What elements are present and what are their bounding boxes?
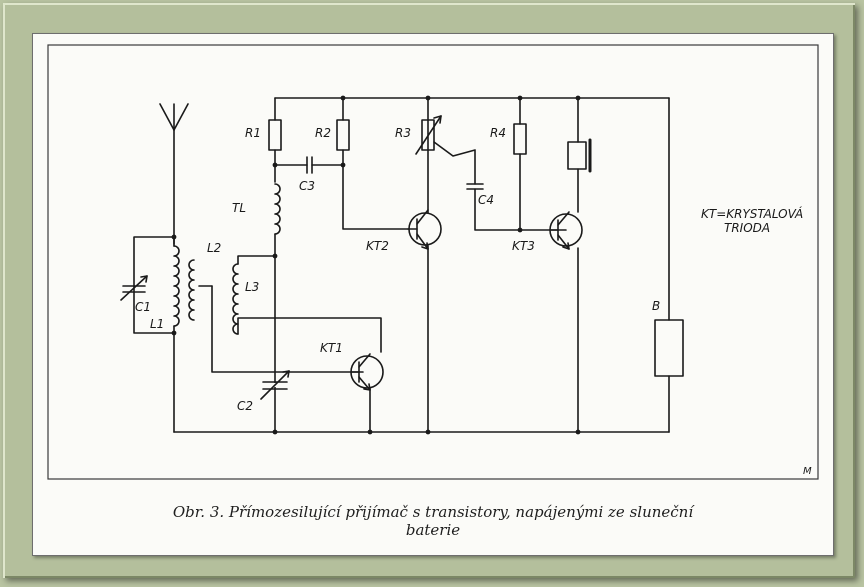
caption-line-1: Obr. 3. Přímozesilující přijímač s trans… [172, 503, 694, 521]
schematic-frame [47, 44, 819, 480]
label-r1: R1 [245, 126, 261, 140]
battery-b [654, 319, 684, 377]
label-kt3: KT3 [512, 239, 535, 253]
tank-loop-wire [133, 236, 175, 334]
earphone-icon [567, 138, 592, 173]
label-kt2: KT2 [366, 239, 389, 253]
resistor-r1 [268, 119, 282, 151]
coil-l3 [232, 263, 239, 335]
c4-to-kt3-wire [474, 188, 567, 231]
coil-l2 [188, 259, 195, 321]
circuit-schematic: R1 R2 R3 R4 C3 C4 TL KT2 KT3 L2 L3 C1 L1… [47, 44, 819, 480]
junction-dots [171, 95, 581, 435]
figure-sheet: R1 R2 R3 R4 C3 C4 TL KT2 KT3 L2 L3 C1 L1… [32, 33, 834, 556]
choke-tl [274, 183, 281, 235]
caption-line-2: baterie [405, 521, 461, 539]
transistor-kt3 [549, 211, 583, 250]
label-c2: C2 [237, 399, 253, 413]
l3-top-wire [237, 255, 276, 265]
potentiometer-r3 [421, 119, 435, 151]
l3-to-kt1-wire [237, 317, 382, 353]
r3-wiper-wire [433, 141, 476, 185]
resistor-r2 [336, 119, 350, 151]
label-b: B [652, 299, 660, 313]
label-kt1: KT1 [320, 341, 343, 355]
label-c1: C1 [135, 300, 151, 314]
note-line-2: TRIODA [724, 221, 770, 235]
label-l3: L3 [245, 280, 259, 294]
tap-to-base-wire [211, 285, 364, 373]
transistor-kt2 [407, 209, 442, 250]
note-line-1: KT=KRYSTALOVÁ [701, 206, 803, 221]
label-m: M [803, 466, 812, 477]
label-l1: L1 [150, 317, 164, 331]
variable-capacitor-c1 [120, 275, 148, 301]
coil-l1 [173, 245, 180, 327]
label-tl: TL [232, 201, 246, 215]
label-r3: R3 [395, 126, 411, 140]
label-r4: R4 [490, 126, 506, 140]
label-r2: R2 [315, 126, 331, 140]
figure-caption: Obr. 3. Přímozesilující přijímač s trans… [33, 503, 833, 539]
resistor-r4 [513, 123, 527, 155]
label-c3: C3 [299, 179, 315, 193]
antenna-icon [159, 103, 189, 245]
label-c4: C4 [478, 193, 494, 207]
r2-to-kt2-wire [342, 149, 409, 230]
label-l2: L2 [207, 241, 221, 255]
transistor-kt1 [350, 353, 384, 391]
variable-capacitor-c2 [260, 370, 290, 400]
